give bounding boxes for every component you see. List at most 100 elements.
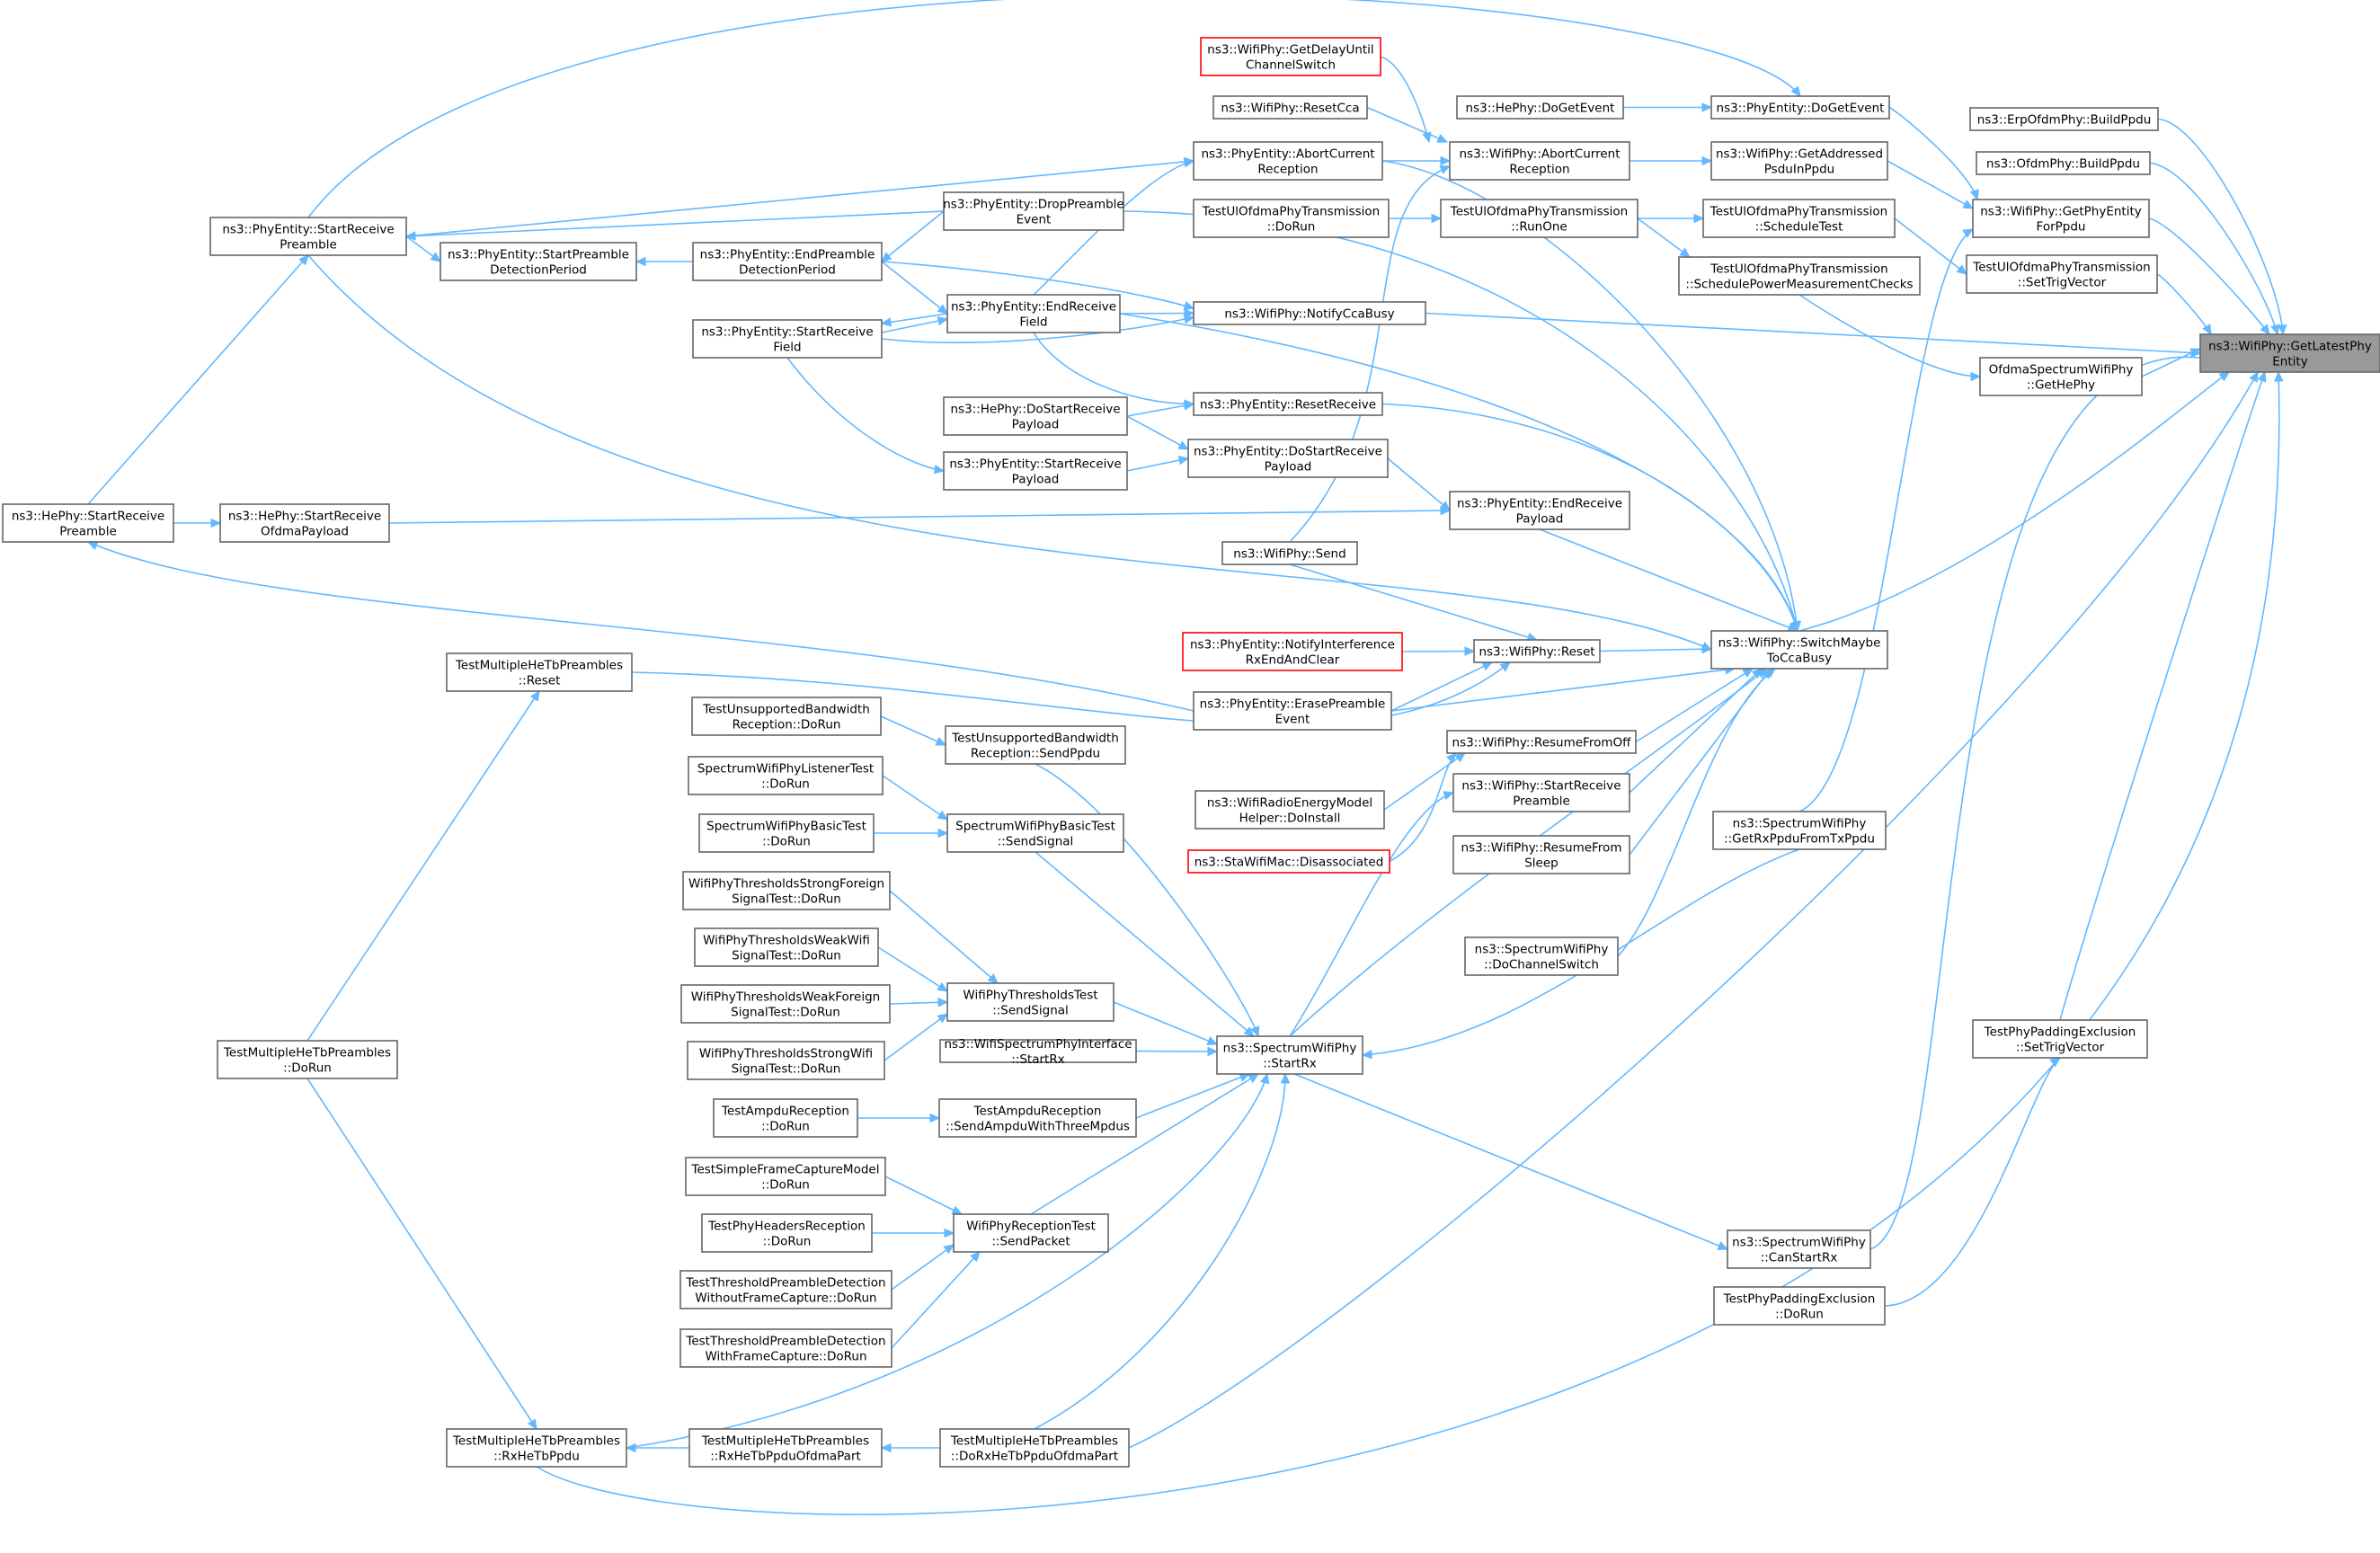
node-wpSend[interactable]: ns3::WifiPhy::Send [1221, 541, 1358, 565]
node-recvSendPacket[interactable]: WifiPhyReceptionTest::SendPacket [953, 1213, 1109, 1253]
node-label-line: WithoutFrameCapture::DoRun [695, 1291, 876, 1306]
node-box [688, 756, 884, 795]
node-label-line: ns3::WifiPhy::ResumeFromOff [1452, 736, 1632, 750]
edge-ulSchedPow-ofdmaGetHePhy-arrowhead [1970, 371, 1982, 382]
node-peEndPreambleDet[interactable]: ns3::PhyEntity::EndPreambleDetectionPeri… [692, 242, 883, 281]
node-staDisassoc[interactable]: ns3::StaWifiMac::Disassociated [1187, 849, 1390, 874]
node-notifyCca[interactable]: ns3::WifiPhy::NotifyCcaBusy [1193, 301, 1426, 325]
node-ulScheduleTest[interactable]: TestUlOfdmaPhyTransmission::ScheduleTest [1702, 199, 1896, 238]
edge-peStartRecvPayload-peDoStartRecvPayload [1126, 457, 1189, 472]
node-ampduSend[interactable]: TestAmpduReception::SendAmpduWithThreeMp… [938, 1098, 1137, 1138]
node-box [946, 294, 1121, 333]
node-label-line: TestMultipleHeTbPreambles [223, 1046, 391, 1060]
node-ulRunOne[interactable]: TestUlOfdmaPhyTransmission::RunOne [1440, 199, 1638, 238]
node-box [1449, 491, 1630, 530]
edge-recvSendPacket-spStartRx [1030, 1073, 1259, 1215]
edge-resetCca-wpAbort-arrowhead [1436, 133, 1449, 143]
node-spStartRx[interactable]: ns3::SpectrumWifiPhy::StartRx [1216, 1035, 1363, 1075]
node-mhRxOfdmaPart[interactable]: TestMultipleHeTbPreambles::RxHeTbPpduOfd… [688, 1428, 883, 1468]
node-mhDoRun[interactable]: TestMultipleHeTbPreambles::DoRun [217, 1040, 398, 1079]
node-label-line: ns3::WifiPhy::ResetCca [1221, 102, 1359, 116]
node-mhDoRxOfdmaPart[interactable]: TestMultipleHeTbPreambles::DoRxHeTbPpduO… [939, 1428, 1130, 1468]
edge-peEndPreambleDet-peEndRecvField-arrowhead [937, 304, 948, 315]
node-ampduDoRun[interactable]: TestAmpduReception::DoRun [713, 1098, 858, 1138]
node-listenerDoRun[interactable]: SpectrumWifiPhyListenerTest::DoRun [688, 756, 884, 795]
node-label-line: ns3::PhyEntity::DropPreamble [943, 198, 1123, 212]
node-padDoRun[interactable]: TestPhyPaddingExclusion::DoRun [1713, 1286, 1886, 1326]
node-thrPreNoCapture[interactable]: TestThresholdPreambleDetectionWithoutFra… [679, 1270, 892, 1309]
node-thrStrongForeign[interactable]: WifiPhyThresholdsStrongForeignSignalTest… [682, 871, 891, 910]
node-label-line: TestMultipleHeTbPreambles [701, 1434, 869, 1449]
edge-peStartRecvField-notifyCca-arrowhead [1183, 315, 1195, 324]
node-ofdmaGetHePhy[interactable]: OfdmaSpectrumWifiPhy::GetHePhy [1979, 357, 2143, 396]
edge-peStartRecvPayload-peDoStartRecvPayload-arrowhead [1177, 455, 1190, 466]
edge-wpSend-wpReset [1289, 564, 1538, 641]
node-ulDoRun[interactable]: TestUlOfdmaPhyTransmission::DoRun [1193, 199, 1390, 238]
node-padSetTrig[interactable]: TestPhyPaddingExclusion::SetTrigVector [1972, 1019, 2148, 1059]
node-thrWeakForeign[interactable]: WifiPhyThresholdsWeakForeignSignalTest::… [680, 984, 891, 1024]
edges-layer [86, 0, 2287, 1516]
node-thrSendSignal[interactable]: WifiPhyThresholdsTest::SendSignal [946, 982, 1115, 1022]
edge-getAddressed-getPhyEntityForPpdu [1887, 160, 1974, 209]
node-box [1193, 691, 1392, 731]
node-energyInstall[interactable]: ns3::WifiRadioEnergyModelHelper::DoInsta… [1194, 790, 1385, 830]
edge-peStartRecvPreamble-switchMaybe [307, 254, 1712, 651]
node-peResetReceive[interactable]: ns3::PhyEntity::ResetReceive [1193, 392, 1383, 416]
node-thrStrongWifi[interactable]: WifiPhyThresholdsStrongWifiSignalTest::D… [687, 1041, 885, 1080]
edge-mhDoRun-rxHeTbPpdu-arrowhead [527, 1418, 537, 1431]
node-headersRecv[interactable]: TestPhyHeadersReception::DoRun [701, 1213, 873, 1253]
node-spDoChannelSwitch[interactable]: ns3::SpectrumWifiPhy::DoChannelSwitch [1464, 936, 1619, 976]
node-phyEntDoGetEvent[interactable]: ns3::PhyEntity::DoGetEvent [1710, 95, 1890, 120]
node-box [691, 697, 882, 736]
node-resetCca[interactable]: ns3::WifiPhy::ResetCca [1212, 95, 1368, 120]
node-wsStartRx[interactable]: ns3::WifiSpectrumPhyInterface::StartRx [939, 1037, 1137, 1067]
edge-padDoRun-padSetTrig-arrowhead [2049, 1057, 2061, 1068]
node-spGetRxPpdu[interactable]: ns3::SpectrumWifiPhy::GetRxPpduFromTxPpd… [1712, 811, 1887, 850]
node-rxHeTbPpdu[interactable]: TestMultipleHeTbPreambles::RxHeTbPpdu [446, 1428, 627, 1468]
node-heDoGetEvent[interactable]: ns3::HePhy::DoGetEvent [1456, 95, 1624, 120]
node-ofdmBuild[interactable]: ns3::OfdmPhy::BuildPpdu [1976, 151, 2151, 175]
node-label-line: ::DoChannelSwitch [1484, 958, 1599, 972]
node-basicSendSignal[interactable]: SpectrumWifiPhyBasicTest::SendSignal [946, 813, 1124, 853]
node-peStartPreambleDet[interactable]: ns3::PhyEntity::StartPreambleDetectionPe… [440, 242, 637, 281]
node-ulSchedPow[interactable]: TestUlOfdmaPhyTransmission::SchedulePowe… [1678, 256, 1921, 296]
node-simpleCapture[interactable]: TestSimpleFrameCaptureModel::DoRun [685, 1157, 886, 1196]
node-thrPreCapture[interactable]: TestThresholdPreambleDetectionWithFrameC… [679, 1328, 892, 1368]
node-erpBuild[interactable]: ns3::ErpOfdmPhy::BuildPpdu [1969, 107, 2159, 131]
node-notifyInterf[interactable]: ns3::PhyEntity::NotifyInterferenceRxEndA… [1182, 632, 1403, 671]
node-ofdmaSetTrig[interactable]: TestUlOfdmaPhyTransmission::SetTrigVecto… [1966, 254, 2158, 294]
node-mhReset[interactable]: TestMultipleHeTbPreambles::Reset [446, 652, 633, 692]
node-spCanStartRx[interactable]: ns3::SpectrumWifiPhy::CanStartRx [1727, 1229, 1871, 1269]
node-wpResumeFromOff[interactable]: ns3::WifiPhy::ResumeFromOff [1446, 730, 1637, 754]
node-unsupSendPpdu[interactable]: TestUnsupportedBandwidthReception::SendP… [945, 725, 1126, 765]
node-thrWeakWifi[interactable]: WifiPhyThresholdsWeakWifiSignalTest::DoR… [694, 927, 879, 967]
node-wpReset[interactable]: ns3::WifiPhy::Reset [1473, 639, 1601, 663]
node-label-line: Sleep [1524, 856, 1559, 871]
node-basicDoRun[interactable]: SpectrumWifiPhyBasicTest::DoRun [698, 813, 875, 853]
node-label-line: ns3::PhyEntity::DoStartReceive [1194, 445, 1382, 459]
node-label-line: ns3::PhyEntity::EndReceive [1457, 497, 1622, 511]
node-box [2, 503, 174, 543]
node-label-line: ns3::WifiPhy::Reset [1479, 645, 1594, 660]
